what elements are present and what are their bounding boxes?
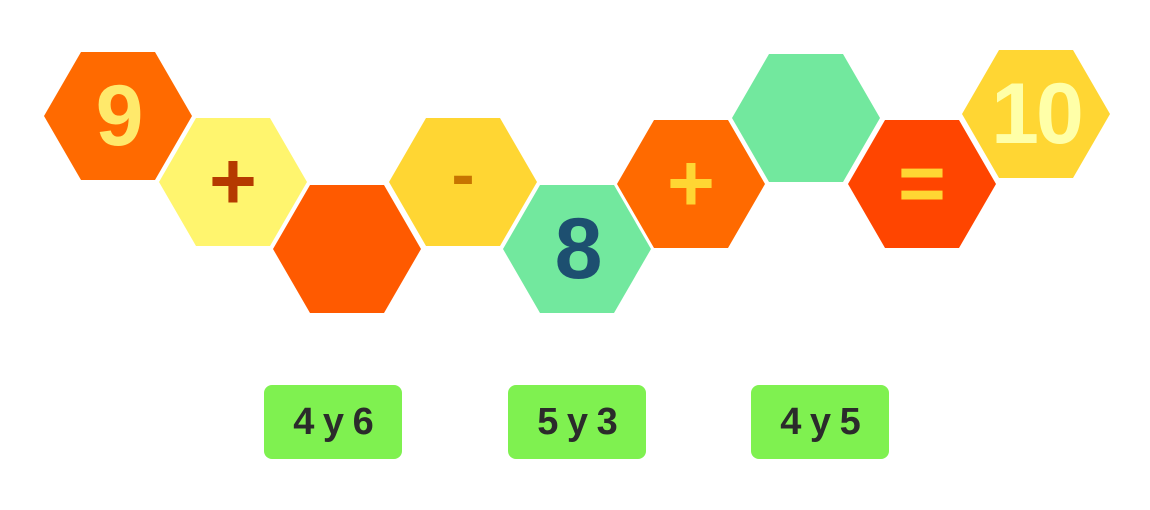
operator-tile-equals: = xyxy=(848,120,996,248)
operator-tile-plus: + xyxy=(159,118,307,246)
operator-tile-plus: + xyxy=(617,120,765,248)
operator-tile-minus: - xyxy=(389,118,537,246)
result-tile-10: 10 xyxy=(962,50,1110,178)
tile-value: 9 xyxy=(95,68,144,164)
tile-value: 10 xyxy=(991,66,1084,162)
answer-option-button[interactable]: 5 y 3 xyxy=(508,385,646,459)
tile-value: 8 xyxy=(554,201,603,297)
tile-value: + xyxy=(667,138,715,229)
answer-option-button[interactable]: 4 y 5 xyxy=(751,385,889,459)
number-tile-9: 9 xyxy=(44,52,192,180)
tile-value: - xyxy=(451,135,475,213)
answer-option-button[interactable]: 4 y 6 xyxy=(264,385,402,459)
blank-tile[interactable] xyxy=(732,54,880,182)
number-tile-8: 8 xyxy=(503,185,651,313)
tile-value: + xyxy=(209,136,257,227)
blank-tile[interactable] xyxy=(273,185,421,313)
tile-value: = xyxy=(898,138,946,229)
